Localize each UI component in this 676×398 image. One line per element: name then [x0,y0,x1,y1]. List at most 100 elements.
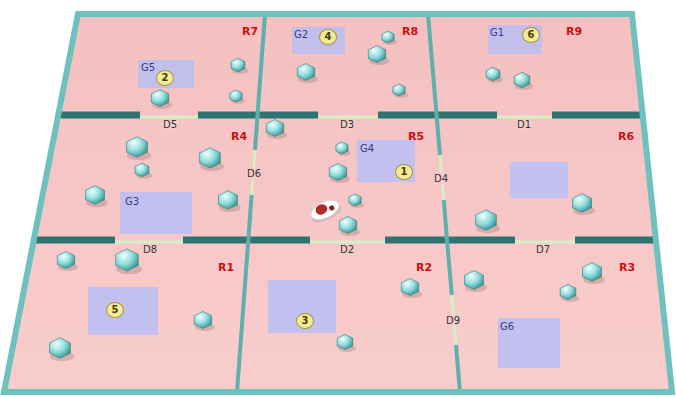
obstacle-body [514,72,530,87]
goal-label: G4 [360,143,374,154]
room-region: R8 G2 4 [262,15,428,115]
obstacle [297,64,318,84]
room-label: R4 [231,130,247,143]
obstacle [135,163,152,179]
door-label: D9 [445,315,461,326]
goal-area [510,162,568,198]
obstacle [50,338,74,361]
wall [258,14,266,115]
obstacle [514,72,533,90]
goal-area: G3 [120,192,192,234]
wall [58,112,140,119]
obstacle-body [382,31,394,43]
door-label: D2 [339,244,355,255]
obstacle-body [476,210,497,230]
marker-number: 1 [395,164,413,180]
obstacle-body [219,191,238,210]
wall [385,237,515,244]
goal-label: G6 [500,321,514,332]
goal-area: 5 [88,287,158,335]
goal-label: G2 [294,29,308,40]
obstacle-body [486,67,500,81]
interior-walls-vertical [237,14,460,392]
wall [552,112,643,119]
floor [4,14,672,392]
obstacle-body [401,279,418,296]
obstacle [368,46,389,66]
goal-area: G2 4 [292,27,345,54]
room-label: R2 [416,261,432,274]
obstacle [337,334,356,352]
obstacle [583,263,606,285]
obstacle [382,31,397,45]
room-label: R6 [618,130,634,143]
room-region: R6 [440,118,640,240]
goal-label: G1 [490,27,504,38]
wall [255,115,258,150]
door-label: D1 [516,119,532,130]
outer-wall [4,14,672,392]
robot-body [308,196,342,223]
obstacle-body [297,64,314,81]
obstacle-body [116,249,139,271]
obstacles [50,31,605,361]
obstacle-body [583,263,602,282]
goal-area: G4 1 [357,140,415,182]
room-region: R23 [240,243,455,388]
wall [34,237,115,244]
room-label: R1 [218,261,234,274]
room-region: R5G41 [255,118,440,240]
marker-number: 2 [156,70,174,86]
obstacle [401,279,422,299]
obstacle [151,90,172,110]
obstacle [116,249,142,274]
door-label: D4 [433,173,449,184]
obstacle [329,164,350,184]
door-label: D7 [535,244,551,255]
goal-label: G3 [125,196,139,207]
obstacle-body [200,148,221,168]
wall [248,195,251,240]
wall [447,240,452,295]
obstacle [194,312,215,332]
obstacle-body [329,164,346,181]
obstacle-body [50,338,71,358]
obstacle-body [465,271,484,290]
wall [456,345,460,392]
obstacle-body [231,58,245,72]
obstacle-body [230,90,242,102]
marker-number: 4 [319,29,337,45]
goal-area: G1 6 [488,25,542,54]
obstacle-body [393,84,405,96]
obstacle-body [368,46,385,63]
room-region: R4G3 [55,118,255,240]
obstacle [486,67,503,83]
wall [237,240,248,392]
obstacle-body [336,142,348,154]
obstacle-body [127,137,148,157]
obstacle-body [194,312,211,329]
obstacle [231,58,248,74]
goal-area: G52 [138,60,194,88]
obstacle [266,120,287,140]
obstacle-body [266,120,283,137]
marker-number: 6 [522,27,540,43]
goal-area: G6 [498,318,560,368]
obstacle [200,148,224,171]
door-openings [115,117,575,345]
obstacle [86,186,109,207]
door-label: D3 [339,119,355,130]
obstacle-body [86,186,105,205]
obstacle [336,142,351,156]
robot-top [314,202,329,216]
door-label: D6 [246,168,262,179]
room-label: R8 [402,25,418,38]
obstacle [219,191,242,212]
obstacle [476,210,500,233]
marker-number: 5 [106,302,124,318]
obstacle [465,271,488,293]
wall [428,14,437,115]
door-label: D5 [162,119,178,130]
